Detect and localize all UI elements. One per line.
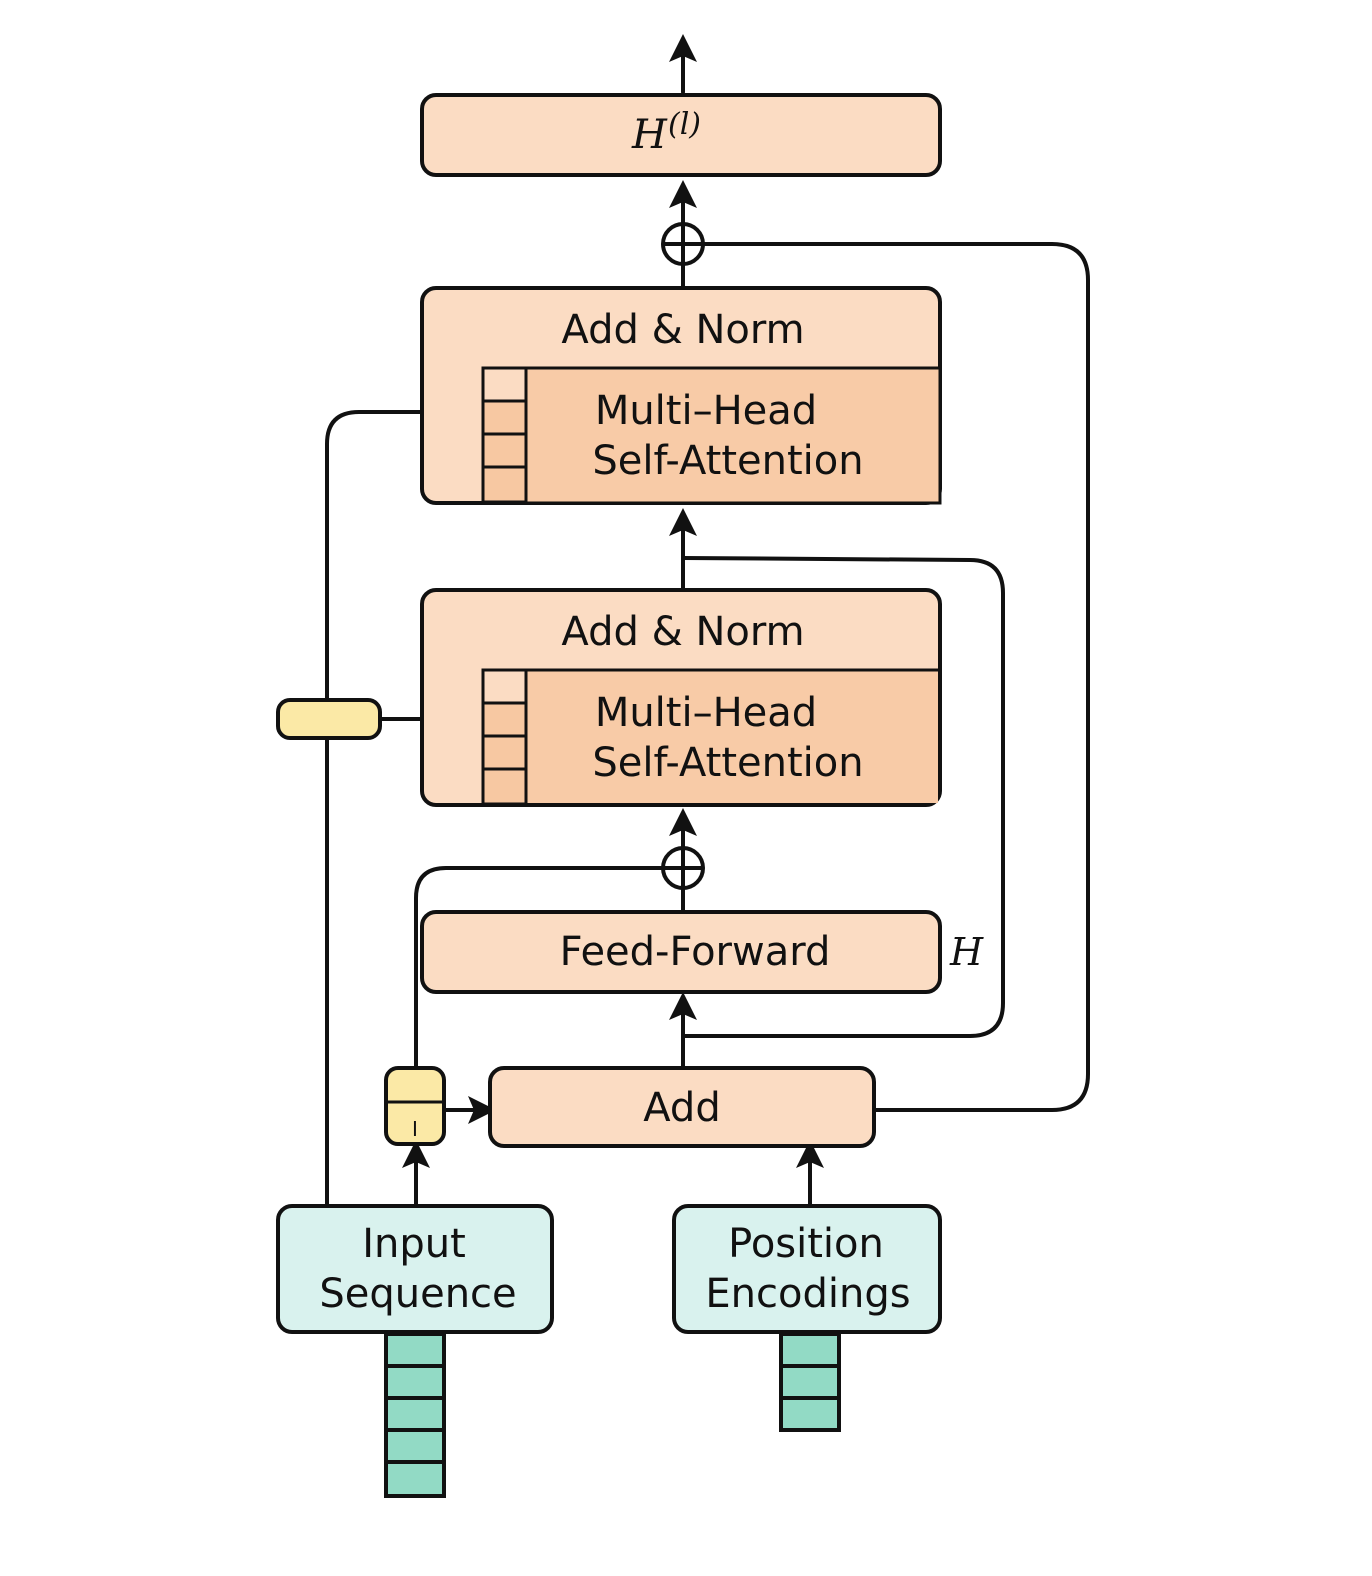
- feed-forward-label: Feed-Forward: [560, 929, 831, 975]
- top-attention-box: [526, 368, 938, 501]
- input-token-stack: [384, 1332, 446, 1498]
- feed-forward-block: Feed-Forward: [420, 910, 942, 994]
- small-yellow-label: I: [412, 1117, 418, 1141]
- position-encodings-block: Position Encodings: [672, 1204, 942, 1334]
- outer-residual-line: [701, 242, 1090, 1112]
- add-block: Add: [488, 1066, 876, 1148]
- output-box: H (l): [420, 93, 942, 177]
- input-to-top-attention-line: [325, 398, 488, 1208]
- output-superscript: (l): [668, 107, 701, 142]
- top-attention-line1: Multi–Head: [595, 388, 817, 434]
- position-encodings-line1: Position: [728, 1221, 884, 1267]
- small-yellow-box: I: [384, 1066, 446, 1146]
- position-encodings-line2: Encodings: [705, 1271, 910, 1317]
- middle-block: Add & Norm Multi–Head Self-Attention: [420, 588, 942, 807]
- lower-add-operator: [661, 846, 705, 890]
- add-label: Add: [643, 1085, 720, 1131]
- yellow-pill: [276, 698, 382, 740]
- input-sequence-line1: Input: [362, 1221, 466, 1267]
- inner-residual-line: [681, 556, 1005, 1038]
- middle-attention-line2: Self-Attention: [592, 740, 863, 786]
- input-sequence-block: Input Sequence: [276, 1204, 554, 1334]
- feed-forward-side-label: H: [949, 930, 984, 974]
- output-symbol: H: [631, 112, 668, 158]
- input-sequence-line2: Sequence: [319, 1271, 516, 1317]
- middle-attention-box: [526, 670, 938, 803]
- middle-attention-line1: Multi–Head: [595, 690, 817, 736]
- position-token-stack: [779, 1332, 841, 1432]
- top-block: Add & Norm Multi–Head Self-Attention: [420, 286, 942, 505]
- yellow-to-plus-line: [414, 866, 665, 1070]
- top-norm-label: Add & Norm: [561, 307, 804, 353]
- top-add-operator: [661, 222, 705, 266]
- middle-norm-label: Add & Norm: [561, 609, 804, 655]
- top-attention-line2: Self-Attention: [592, 438, 863, 484]
